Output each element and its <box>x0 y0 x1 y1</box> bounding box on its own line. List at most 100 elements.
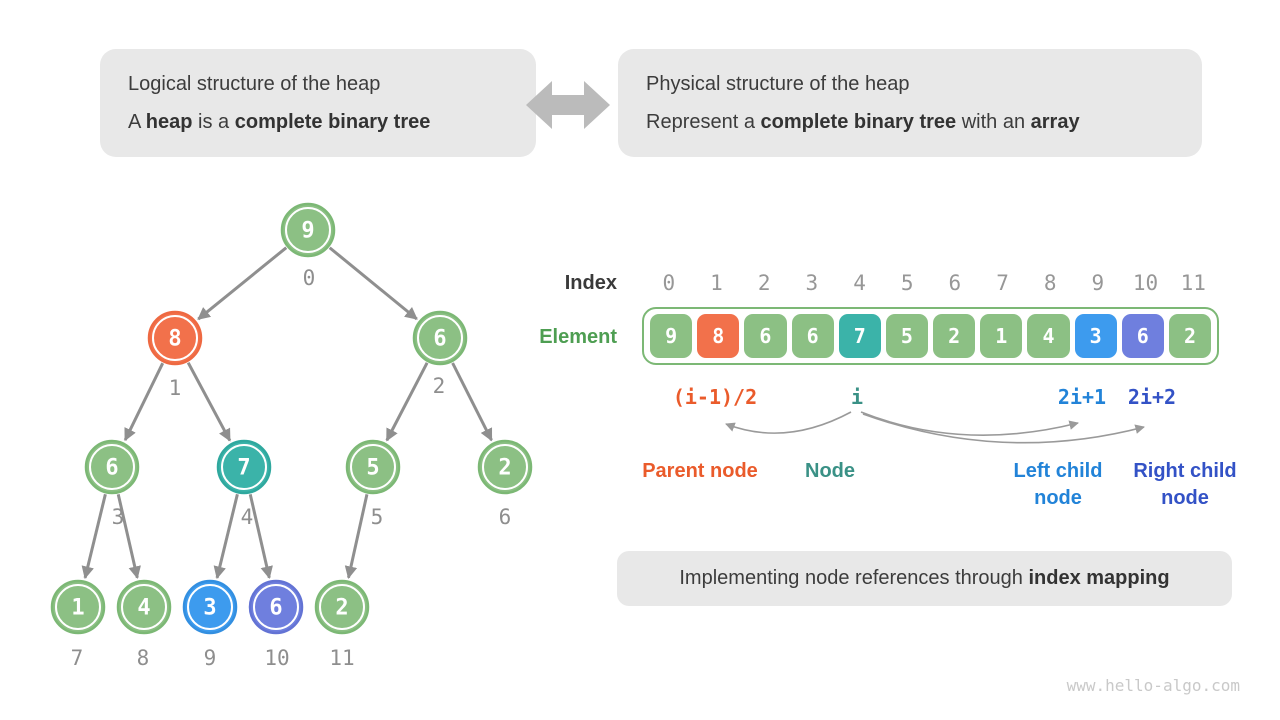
tree-node-0: 90 <box>280 202 336 290</box>
parent-mapping-arrow <box>725 411 852 434</box>
tree-node-circle <box>345 439 401 495</box>
tree-node-1: 81 <box>147 310 203 400</box>
tree-node-ring <box>187 584 233 630</box>
tree-node-value: 6 <box>269 596 282 621</box>
tree-node-index: 6 <box>499 505 512 529</box>
tree-node-index: 7 <box>71 646 84 670</box>
tree-edge <box>116 493 141 579</box>
tree-node-circle <box>280 202 336 258</box>
tree-node-8: 48 <box>116 579 172 670</box>
tree-node-value: 7 <box>237 456 250 481</box>
mapping-arrows-svg <box>725 411 1145 444</box>
tree-edge <box>123 362 165 442</box>
array-cell-9: 3 <box>1074 314 1117 358</box>
tree-edge <box>81 493 107 580</box>
tree-node-index: 10 <box>264 646 289 670</box>
tree-node-circle <box>248 579 304 635</box>
tree-node-ring <box>417 315 463 361</box>
tree-node-value: 2 <box>335 596 348 621</box>
array-cell-1: 8 <box>697 314 740 358</box>
tree-node-ring <box>121 584 167 630</box>
array-index-1: 1 <box>710 271 723 295</box>
array-cell-4: 7 <box>838 314 881 358</box>
array-index-11: 11 <box>1180 271 1206 295</box>
tree-node-index: 11 <box>329 646 354 670</box>
physical-structure-subtitle: Represent a complete binary tree with an… <box>646 111 1080 133</box>
tree-edge <box>328 246 418 321</box>
tree-node-index: 8 <box>137 646 150 670</box>
tree-node-value: 2 <box>498 456 511 481</box>
right-child-mapping-arrow <box>862 413 1145 444</box>
array-index-8: 8 <box>1043 271 1057 295</box>
array-index-10: 10 <box>1132 271 1159 295</box>
tree-edge <box>213 493 239 580</box>
watermark: www.hello-algo.com <box>1066 676 1240 695</box>
tree-node-ring <box>221 444 267 490</box>
tree-node-value: 9 <box>301 219 314 244</box>
tree-edge <box>385 362 429 442</box>
tree-node-circle <box>216 439 272 495</box>
tree-node-10: 6 10 <box>248 579 304 670</box>
tree-node-3: 63 <box>84 439 140 529</box>
tree-edge <box>248 493 273 579</box>
array-cell-11: 2 <box>1168 314 1212 358</box>
tree-node-value: 1 <box>71 596 84 621</box>
tree-node-value: 6 <box>433 327 446 352</box>
tree-node-value: 5 <box>366 456 379 481</box>
tree-node-value: 6 <box>105 456 118 481</box>
tree-node-index: 0 <box>303 266 316 290</box>
array-cell-2: 6 <box>744 314 787 358</box>
double-arrow-icon <box>526 81 610 129</box>
tree-edge <box>197 246 288 321</box>
tree-node-ring <box>253 584 299 630</box>
physical-structure-callout: Physical structure of the heap Represent… <box>618 49 1202 157</box>
index-mapping-callout: Implementing node references through ind… <box>617 551 1232 606</box>
tree-node-ring <box>350 444 396 490</box>
formula-i: i <box>850 385 864 409</box>
tree-node-index: 4 <box>241 505 254 529</box>
array-element-label: Element <box>539 326 617 348</box>
formula-2i+2: 2i+2 <box>1127 385 1177 409</box>
logical-structure-subtitle: A heap is a complete binary tree <box>128 111 431 133</box>
tree-node-index: 5 <box>371 505 384 529</box>
array-cell-10: 6 <box>1121 314 1164 358</box>
array-cell-5: 5 <box>885 314 929 358</box>
tree-node-6: 26 <box>477 439 533 529</box>
array-index-2: 2 <box>757 271 771 295</box>
array-index-7: 7 <box>996 271 1009 295</box>
tree-node-circle <box>477 439 533 495</box>
array-index-label: Index <box>564 272 617 294</box>
index-mapping-text: Implementing node references through ind… <box>679 567 1170 589</box>
tree-node-ring <box>482 444 528 490</box>
array-cell-8: 4 <box>1027 314 1070 358</box>
tree-node-value: 4 <box>137 596 150 621</box>
tree-node-ring <box>152 315 198 361</box>
tree-node-9: 39 <box>182 579 238 670</box>
array-index-5: 5 <box>900 271 914 295</box>
double-arrow-shape <box>526 81 610 129</box>
tree-node-11: 2 11 <box>314 579 370 670</box>
left-child-mapping-arrow <box>860 411 1079 436</box>
tree-node-index: 2 <box>433 374 446 398</box>
tree-edge <box>186 361 232 442</box>
tree-node-index: 3 <box>112 505 125 529</box>
array-index-6: 6 <box>948 271 962 295</box>
tree-node-ring <box>55 584 101 630</box>
tree-node-circle <box>182 579 238 635</box>
array-index-9: 9 <box>1091 271 1105 295</box>
array-index-3: 3 <box>805 271 819 295</box>
tree-node-circle <box>314 579 370 635</box>
tree-node-circle <box>412 310 468 366</box>
physical-structure-title: Physical structure of the heap <box>646 73 910 95</box>
tree-node-ring <box>319 584 365 630</box>
tree-node-4: 74 <box>216 439 272 529</box>
label-parent-node: Parent node <box>642 460 758 482</box>
array-index-4: 4 <box>853 271 866 295</box>
